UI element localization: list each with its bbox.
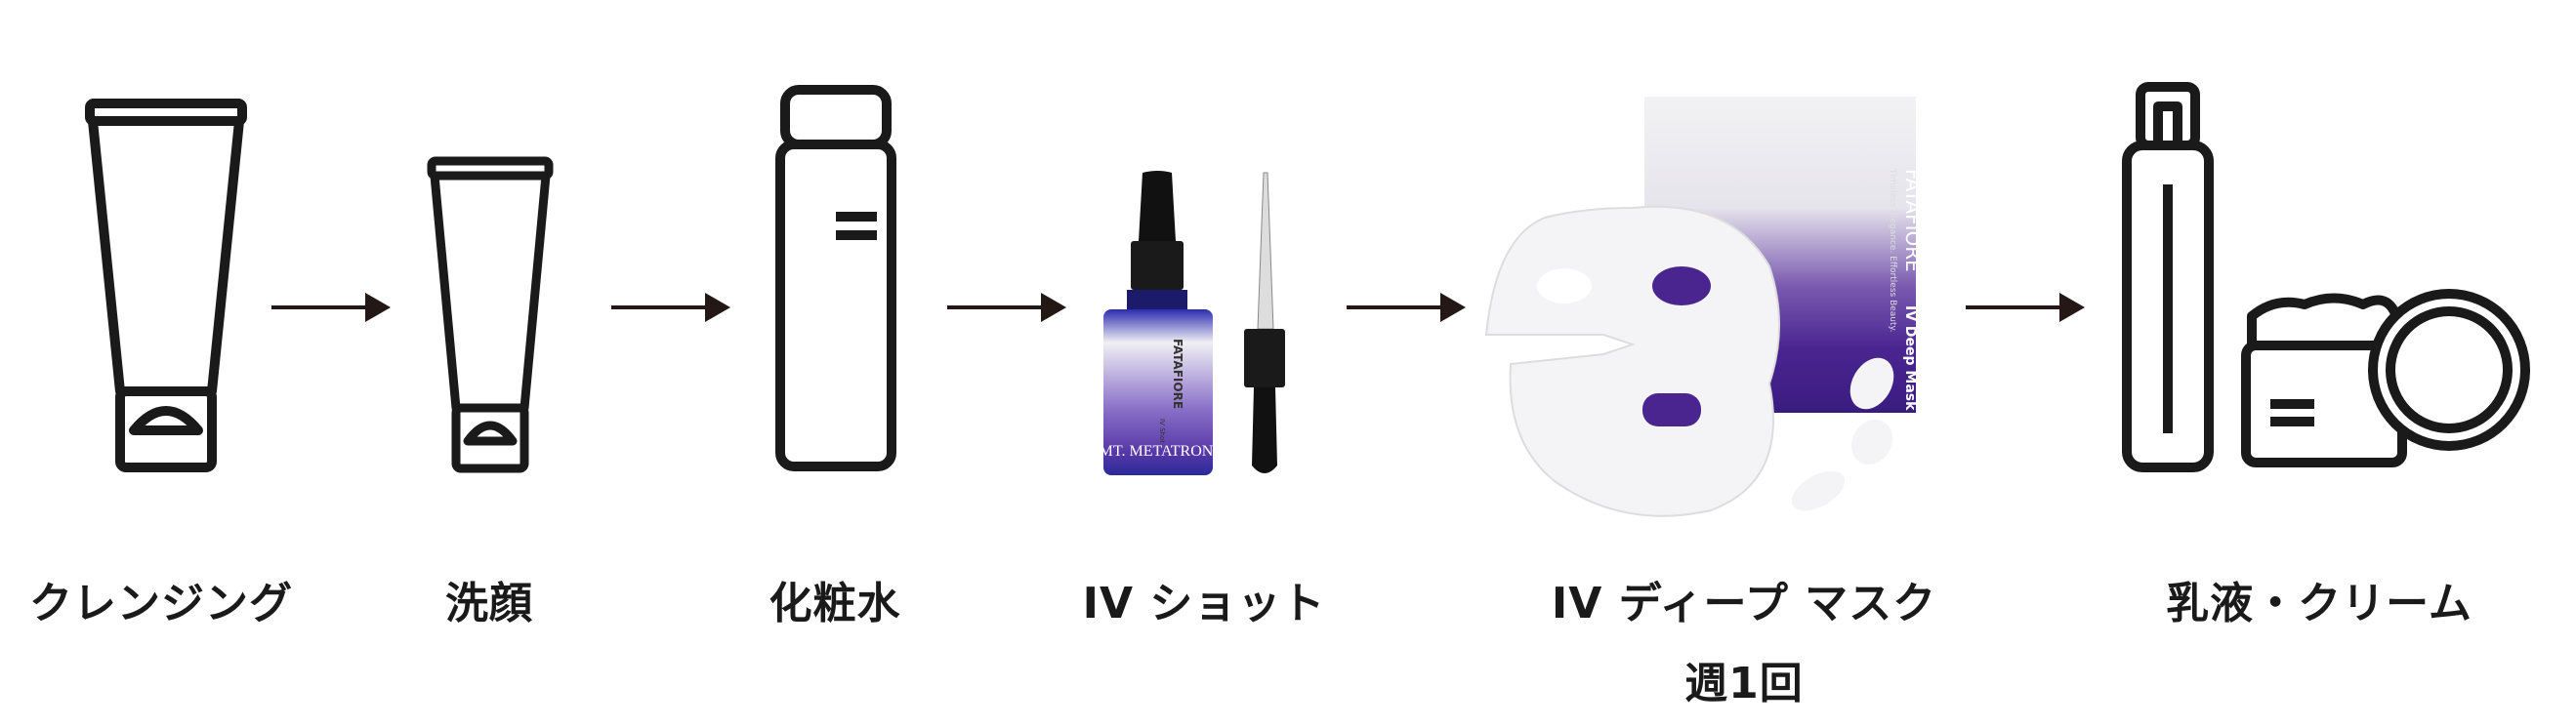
step-label-cleansing: クレンジング: [29, 579, 293, 628]
sheet-mask: FATAFIORE IV Deep Mask Timeless Elegance…: [1484, 97, 1925, 517]
step-label-iv-deep-mask: IV ディープ マスク: [1551, 579, 1937, 628]
arrow-icon: [271, 293, 391, 322]
mask-brand: FATAFIORE: [1901, 169, 1925, 272]
serum-dropper-bottle: MT. METATRON FATAFIORE IV Shot: [1100, 171, 1285, 475]
mask-name: IV Deep Mask: [1902, 305, 1918, 411]
step-label-face-wash: 洗顔: [445, 579, 533, 628]
arrow-icon: [1966, 293, 2085, 322]
mask-tagline: Timeless Elegance. Effortless Beauty.: [1888, 168, 1897, 332]
step-label-toner: 化粧水: [769, 579, 901, 628]
serum-logo: MT. METATRON: [1100, 443, 1214, 460]
arrow-icon: [611, 293, 730, 322]
step-label-lotion-cream: 乳液・クリーム: [2166, 579, 2472, 628]
step-sublabel-weekly: 週1回: [1684, 659, 1804, 708]
cleansing-tube-icon: [85, 99, 247, 472]
serum-name: IV Shot: [1158, 419, 1166, 443]
arrow-icon: [947, 293, 1066, 322]
serum-brand: FATAFIORE: [1171, 339, 1184, 409]
lotion-and-cream-icon: [2122, 82, 2530, 472]
face-wash-tube-icon: [427, 156, 554, 473]
arrow-icon: [1347, 293, 1466, 322]
step-label-iv-shot: IV ショット: [1082, 579, 1326, 628]
toner-bottle-icon: [775, 85, 896, 471]
